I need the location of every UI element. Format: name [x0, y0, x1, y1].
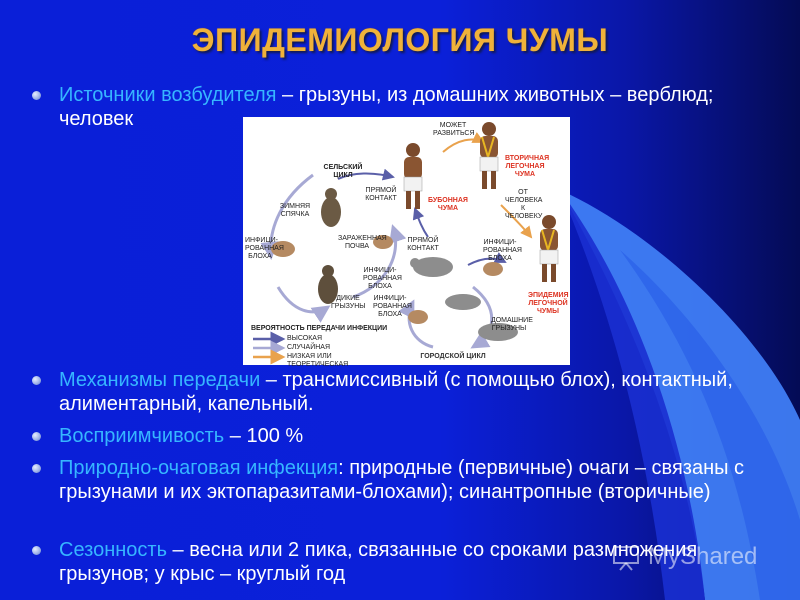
- bullet-body: – 100 %: [224, 425, 304, 447]
- human-figure-secondary: [479, 122, 499, 189]
- label-human-to-human: ОТ ЧЕЛОВЕКА К ЧЕЛОВЕКУ: [505, 189, 543, 220]
- marmot-wild: [318, 265, 338, 304]
- bullet-highlight: Восприимчивость: [59, 425, 225, 447]
- bullet-highlight: Механизмы передачи: [59, 369, 261, 391]
- rat-icon-3: [478, 323, 518, 341]
- human-figure-bubonic: [403, 143, 423, 209]
- legend-high-label: ВЫСОКАЯ: [287, 335, 323, 342]
- arrow-may-develop: [442, 132, 485, 153]
- watermark-text: MyShared: [648, 543, 758, 570]
- arrow-rural-2: [276, 286, 331, 323]
- arrow-urban-1: [470, 285, 494, 349]
- bullet-text: Механизмы передачи – трансмиссивный (с п…: [59, 368, 789, 416]
- label-infected-soil: ЗАРАЖЕННАЯ ПОЧВА: [338, 235, 387, 250]
- legend-low-label: НИЗКАЯ ИЛИ ТЕОРЕТИЧЕСКАЯ: [287, 353, 349, 368]
- arrow-direct-contact: [337, 168, 395, 181]
- arrow-urban-2: [398, 299, 434, 349]
- bullet-highlight: Источники возбудителя: [59, 84, 277, 106]
- label-secondary-pneumonic: ВТОРИЧНАЯ ЛЕГОЧНАЯ ЧУМА: [505, 155, 550, 178]
- flea-icon-1: [271, 241, 295, 257]
- label-hibernation: ЗИМНЯЯ СПЯЧКА: [279, 203, 311, 218]
- bullet-highlight: Сезонность: [59, 539, 167, 561]
- arrow-urban-3: [467, 252, 507, 266]
- bullet-dot-icon: [32, 464, 41, 473]
- label-bubonic: БУБОННАЯ ЧУМА: [428, 197, 468, 212]
- label-infected-flea-3: ИНФИЦИ-РОВАННАЯ БЛОХА: [483, 239, 522, 262]
- marmot-hibernation: [321, 188, 341, 227]
- label-infected-flea-4: ИНФИЦИ-РОВАННАЯ БЛОХА: [373, 295, 412, 318]
- label-infected-flea-1: ИНФИЦИ-РОВАННАЯ БЛОХА: [245, 237, 284, 260]
- bullet-text: Природно-очаговая инфекция: природные (п…: [59, 456, 789, 504]
- label-domestic-rodents: ДОМАШНИЕ ГРЫЗУНЫ: [491, 317, 533, 332]
- label-direct-contact-2: ПРЯМОЙ КОНТАКТ: [407, 237, 439, 252]
- bullet-text: Восприимчивость – 100 %: [59, 424, 789, 448]
- label-infected-flea-2: ИНФИЦИ-РОВАННАЯ БЛОХА: [363, 267, 402, 290]
- bullet-highlight: Природно-очаговая инфекция: [59, 457, 339, 479]
- slide-title: ЭПИДЕМИОЛОГИЯ ЧУМЫ: [191, 22, 609, 58]
- bullet-dot-icon: [32, 376, 41, 385]
- bullet-body: – весна или 2 пика, связанные со сроками…: [59, 539, 698, 585]
- bullet-body: : природные (первичные) очаги – связаны …: [59, 457, 745, 503]
- diagram-graphics: [253, 122, 559, 365]
- bullet-text: Источники возбудителя – грызуны, из дома…: [59, 83, 789, 131]
- arrow-center-human: [412, 207, 429, 238]
- label-may-develop: МОЖЕТ РАЗВИТЬСЯ: [433, 122, 475, 137]
- legend-title: ВЕРОЯТНОСТЬ ПЕРЕДАЧИ ИНФЕКЦИИ: [251, 325, 388, 332]
- label-direct-contact-1: ПРЯМОЙ КОНТАКТ: [365, 187, 397, 202]
- rat-icon-1: [410, 257, 453, 277]
- label-urban-cycle: ГОРОДСКОЙ ЦИКЛ: [420, 353, 486, 360]
- arrow-rural-3: [352, 224, 407, 299]
- bullet-dot-icon: [32, 91, 41, 100]
- human-figure-epidemic: [539, 215, 559, 282]
- bullet-body: – трансмиссивный (с помощью блох), конта…: [59, 369, 733, 415]
- watermark: MyShared: [612, 540, 782, 574]
- rat-icon-2: [445, 294, 481, 310]
- label-wild-rodents: ДИКИЕ ГРЫЗУНЫ: [331, 295, 366, 310]
- bullet-dot-icon: [32, 432, 41, 441]
- flea-icon-3: [483, 262, 503, 276]
- arrow-rural-1: [260, 173, 314, 260]
- label-rural-cycle: СЕЛЬСКИЙ ЦИКЛ: [323, 164, 363, 179]
- presentation-board-icon: [613, 546, 639, 571]
- flea-icon-2: [373, 235, 393, 249]
- bullet-dot-icon: [32, 546, 41, 555]
- bullet-text: Сезонность – весна или 2 пика, связанные…: [59, 538, 789, 586]
- plague-cycle-diagram: СЕЛЬСКИЙ ЦИКЛ ПРЯМОЙ КОНТАКТ БУБОННАЯ ЧУ…: [243, 117, 570, 368]
- flea-icon-4: [408, 310, 428, 324]
- legend-random-label: СЛУЧАЙНАЯ: [287, 344, 331, 351]
- arrow-human-human: [500, 204, 533, 239]
- label-pneumonic-epidemic: ЭПИДЕМИЯ ЛЕГОЧНОЙ ЧУМЫ: [528, 292, 569, 315]
- bullet-body: – грызуны, из домашних животных – верблю…: [59, 84, 714, 130]
